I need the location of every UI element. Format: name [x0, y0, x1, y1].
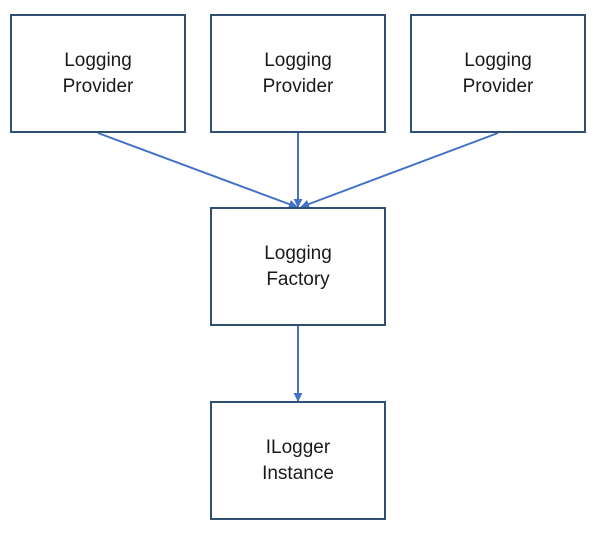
- logging-factory-label: Logging Factory: [264, 241, 332, 293]
- arrow-provider-1-to-factory: [97, 132, 298, 209]
- logging-provider-3-line-1: Logging: [464, 49, 532, 71]
- ilogger-instance-line-1: ILogger: [265, 436, 331, 458]
- arrow-provider-3-to-factory: [300, 132, 499, 209]
- logging-provider-2-line-1: Logging: [264, 49, 332, 71]
- logging-provider-2-line-2: Provider: [262, 75, 334, 97]
- ilogger-instance-line-2: Instance: [262, 462, 334, 484]
- logging-factory-line-2: Factory: [266, 268, 330, 290]
- logging-provider-box-2: Logging Provider: [210, 14, 386, 133]
- ilogger-instance-label: ILogger Instance: [262, 435, 334, 487]
- logging-factory-line-1: Logging: [264, 242, 332, 264]
- logging-provider-label-1: Logging Provider: [63, 48, 134, 100]
- logging-provider-3-line-2: Provider: [462, 75, 534, 97]
- logging-factory-box: Logging Factory: [210, 207, 386, 326]
- logging-provider-label-2: Logging Provider: [263, 48, 334, 100]
- logging-provider-label-3: Logging Provider: [463, 48, 534, 100]
- ilogger-instance-box: ILogger Instance: [210, 401, 386, 520]
- logging-provider-box-3: Logging Provider: [410, 14, 586, 133]
- logging-provider-1-line-2: Provider: [62, 75, 134, 97]
- logging-provider-1-line-1: Logging: [64, 49, 132, 71]
- logging-provider-box-1: Logging Provider: [10, 14, 186, 133]
